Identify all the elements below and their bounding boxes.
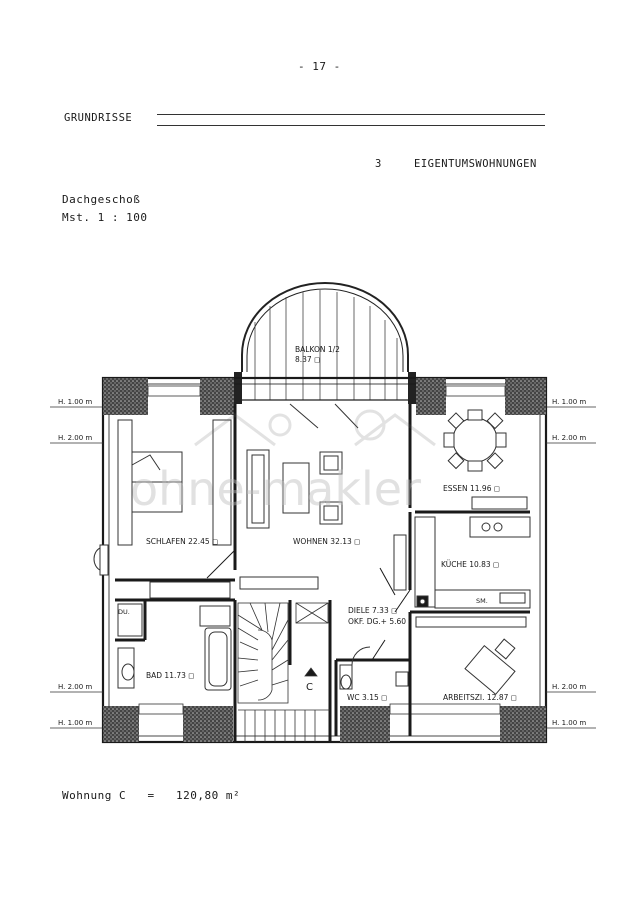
heading-rule-top	[157, 114, 545, 115]
section-heading: GRUNDRISSE	[64, 112, 133, 124]
units-count: 3	[375, 158, 382, 170]
height-right-top-2: H. 2.00 m	[552, 434, 586, 442]
watermark-text: ohne-makler	[130, 462, 421, 516]
unit-letter: C	[306, 682, 313, 693]
floor-plan: ohne-makler BALKON 1/2 8.37 ◻ SCHLAFEN 2…	[50, 282, 596, 744]
height-left-bottom-2: H. 2.00 m	[58, 683, 92, 691]
staircase	[237, 602, 330, 742]
okf-label: OKF. DG.+ 5.60	[348, 617, 406, 626]
watermark	[194, 409, 436, 447]
page-number: - 17 -	[298, 60, 341, 73]
du-label: DU.	[118, 608, 130, 616]
scale-label: Mst. 1 : 100	[62, 211, 148, 224]
balcony-area: 8.37 ◻	[295, 355, 320, 364]
schlafen-label: SCHLAFEN 22.45 ◻	[146, 537, 218, 546]
heading-rule-bottom	[157, 125, 545, 126]
arbeitszi-label: ARBEITSZI. 12.87 ◻	[443, 693, 517, 702]
wohnen-label: WOHNEN 32.13 ◻	[293, 537, 360, 546]
living-furniture	[239, 403, 407, 591]
room-labels: BALKON 1/2 8.37 ◻ SCHLAFEN 22.45 ◻ WOHNE…	[118, 345, 517, 702]
bed	[117, 419, 232, 546]
dining-table	[443, 409, 528, 510]
bad-label: BAD 11.73 ◻	[146, 671, 195, 680]
height-left-top-1: H. 1.00 m	[58, 398, 92, 406]
essen-label: ESSEN 11.96 ◻	[443, 484, 500, 493]
diagonal-walls	[206, 549, 411, 661]
bathroom-fixtures	[117, 581, 232, 691]
floor-name: Dachgeschoß	[62, 193, 141, 206]
kueche-label: KÜCHE 10.83 ◻	[441, 560, 499, 569]
left-window	[93, 544, 109, 576]
kitchen-counters	[414, 516, 531, 609]
height-right-top-1: H. 1.00 m	[552, 398, 586, 406]
height-left-top-2: H. 2.00 m	[58, 434, 92, 442]
hatched-knee-walls	[103, 378, 546, 742]
units-label: EIGENTUMSWOHNUNGEN	[414, 158, 537, 170]
sm-label: SM.	[476, 597, 488, 605]
balcony	[234, 282, 416, 404]
height-markers: H. 1.00 m H. 2.00 m H. 2.00 m H. 1.00 m …	[50, 398, 596, 729]
wc-fixtures	[339, 646, 409, 690]
height-left-bottom-1: H. 1.00 m	[58, 719, 92, 727]
unit-area-total: Wohnung C = 120,80 m²	[62, 789, 241, 802]
interior-walls	[115, 404, 530, 742]
wc-label: WC 3.15 ◻	[347, 693, 387, 702]
height-right-bottom-1: H. 1.00 m	[552, 719, 586, 727]
diele-label: DIELE 7.33 ◻	[348, 606, 397, 615]
height-right-bottom-2: H. 2.00 m	[552, 683, 586, 691]
balcony-label: BALKON 1/2	[295, 345, 340, 354]
study-desk	[415, 616, 527, 696]
